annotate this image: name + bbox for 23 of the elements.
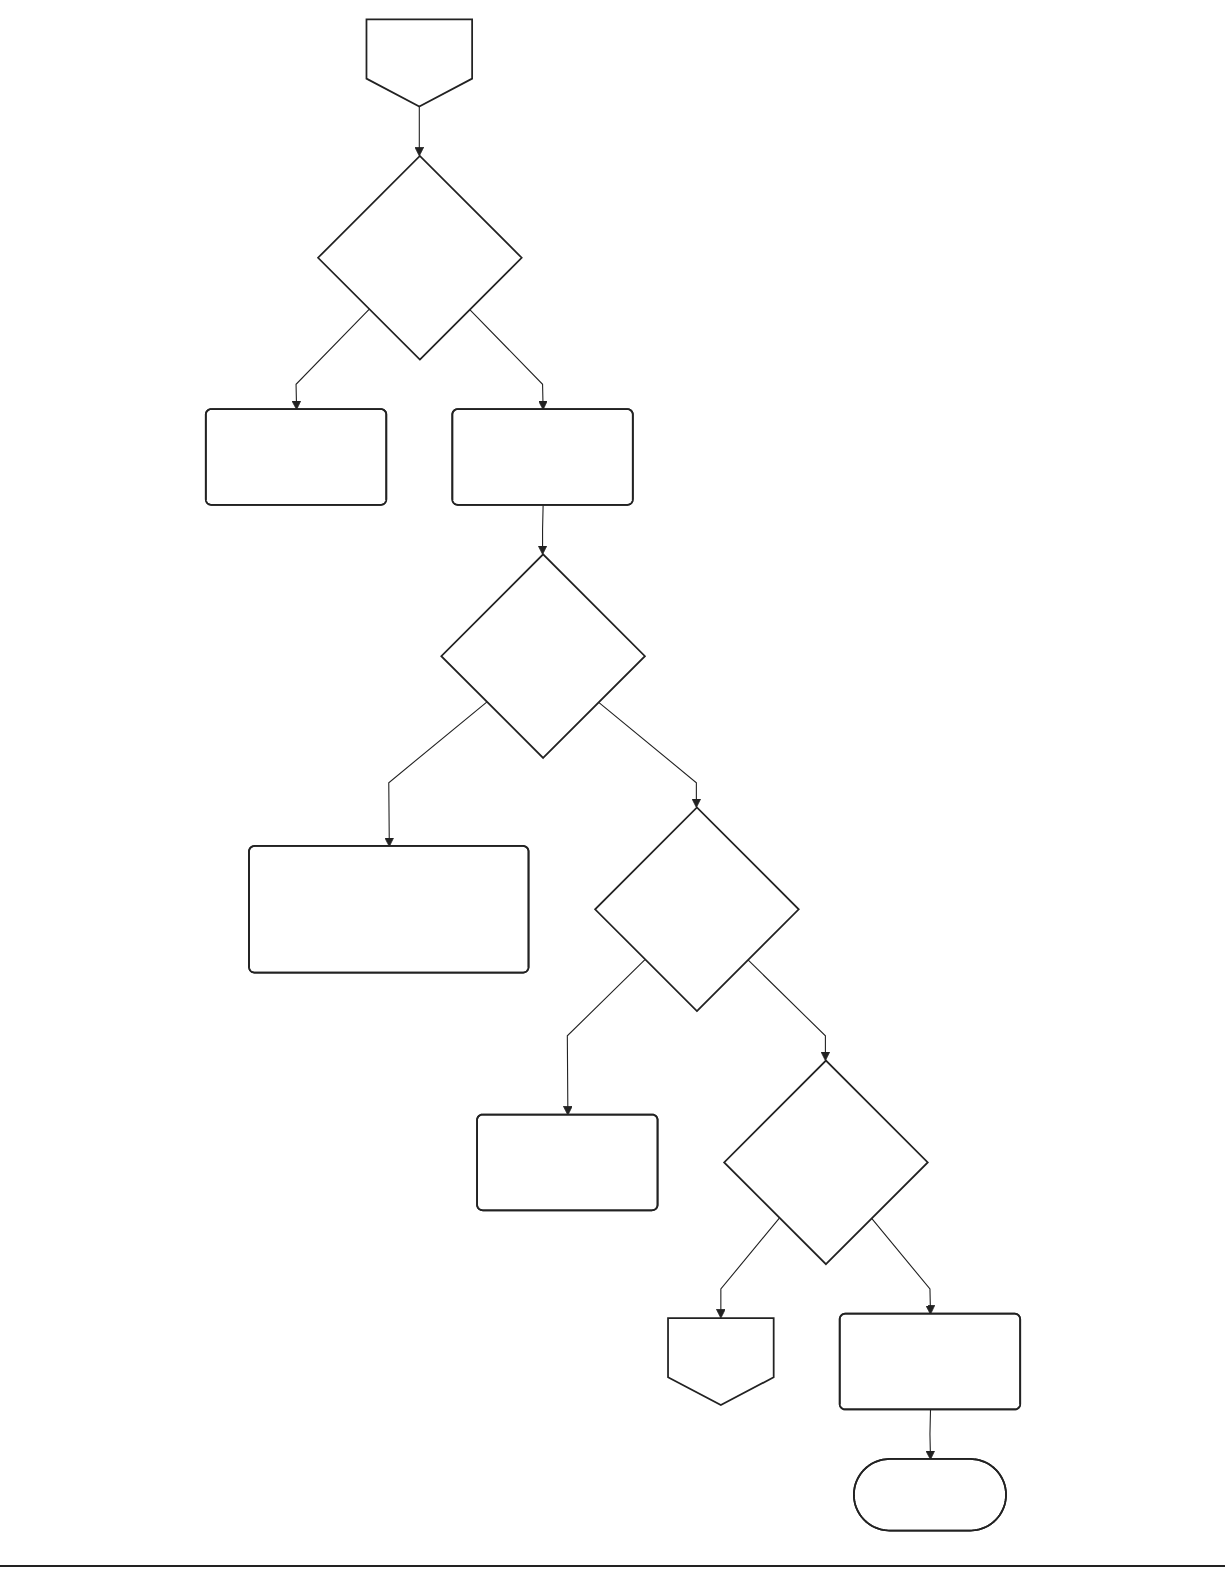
arrow xyxy=(715,1217,780,1319)
decision-diamond xyxy=(439,553,646,760)
process-box xyxy=(247,845,529,974)
arrow xyxy=(870,1217,935,1315)
arrow xyxy=(924,1409,935,1460)
arrow xyxy=(413,105,424,157)
arrow xyxy=(597,701,701,808)
arrow xyxy=(746,959,830,1062)
arrow xyxy=(537,504,547,555)
process-box xyxy=(204,408,387,506)
arrow xyxy=(383,701,487,847)
decision-diamond xyxy=(722,1059,929,1266)
arrow xyxy=(468,308,548,411)
terminal-oval xyxy=(852,1458,1007,1532)
process-box xyxy=(838,1312,1021,1411)
arrow xyxy=(291,308,370,411)
process-box xyxy=(475,1113,658,1212)
decision-diamond xyxy=(593,806,800,1013)
arrow xyxy=(562,959,645,1116)
off-page-connector xyxy=(666,1317,775,1407)
process-box xyxy=(450,408,634,506)
decision-diamond xyxy=(316,154,523,361)
off-page-connector xyxy=(365,18,473,108)
